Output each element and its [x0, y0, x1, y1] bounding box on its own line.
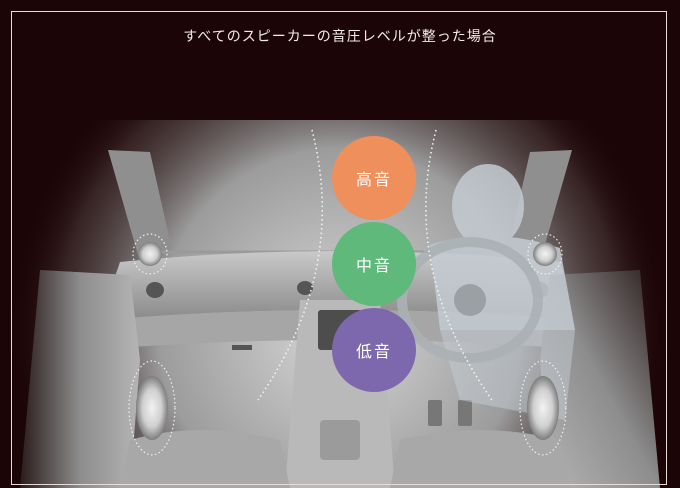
- left-vent: [146, 282, 164, 298]
- left-seat: [120, 430, 290, 488]
- left-a-pillar: [108, 150, 172, 262]
- left-woofer: [136, 376, 168, 440]
- high-frequency-label: 高音: [355, 170, 392, 189]
- left-tweeter: [138, 242, 162, 266]
- right-tweeter: [533, 242, 557, 266]
- low-frequency-circle: 低音: [332, 308, 416, 392]
- right-sound-arc: [425, 129, 493, 401]
- heading: すべてのスピーカーの音圧レベルが整った場合: [183, 29, 497, 45]
- steering-wheel: [397, 237, 543, 363]
- high-frequency-circle: 高音: [332, 136, 416, 220]
- low-frequency-label: 低音: [355, 342, 392, 361]
- right-tweeter-outline: [527, 233, 563, 275]
- left-sound-arc: [257, 129, 324, 401]
- right-woofer: [527, 376, 559, 440]
- right-seat: [390, 430, 570, 488]
- right-woofer-outline: [519, 360, 567, 456]
- center-left-vent: [297, 281, 313, 295]
- mid-frequency-circle: 中音: [332, 222, 416, 306]
- right-a-pillar: [508, 150, 572, 262]
- mid-frequency-label: 中音: [355, 256, 392, 275]
- left-door: [20, 270, 140, 488]
- left-tweeter-outline: [132, 233, 168, 275]
- left-woofer-outline: [128, 360, 176, 456]
